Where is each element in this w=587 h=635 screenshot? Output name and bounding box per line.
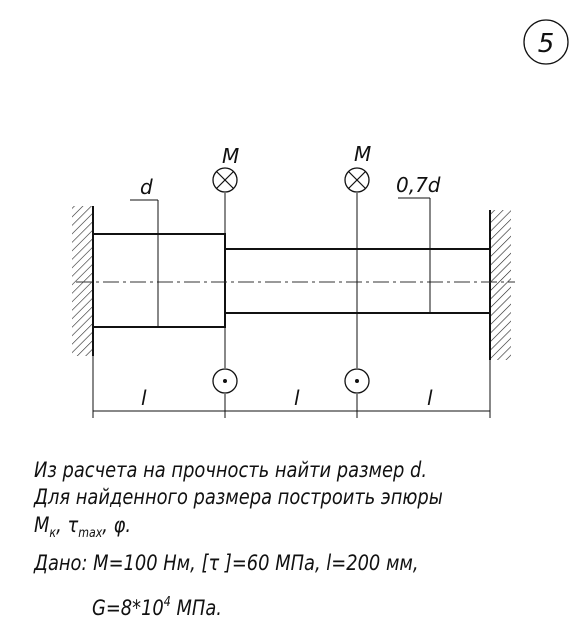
task-line-5: G=8*104 МПа.	[92, 590, 222, 621]
tau-subscript: max	[78, 526, 103, 541]
task-line-3: Mк, τmax, φ.	[34, 512, 131, 547]
shear-modulus-base: G=8*10	[92, 596, 164, 620]
dimension-0-7d-label: 0,7d	[396, 173, 441, 197]
torque-2: M	[344, 142, 371, 394]
shaft-section-d	[92, 233, 226, 328]
torque-2-label: M	[354, 142, 371, 166]
length-dimensions: l l l	[92, 356, 491, 418]
separator-2: ,	[102, 513, 114, 537]
task-line-4: Дано: M=100 Нм, [τ ]=60 МПа, l=200 мм,	[34, 550, 419, 576]
problem-number: 5	[538, 29, 555, 59]
dimension-d: d	[130, 175, 159, 327]
dimension-0-7d: 0,7d	[396, 173, 441, 313]
shear-modulus-exponent: 4	[163, 595, 171, 610]
torque-1-label: M	[222, 144, 239, 168]
task-line-2-text: Для найденного размера построить эпюры	[34, 485, 443, 509]
m-k-subscript: к	[49, 526, 57, 541]
task-line-1: Из расчета на прочность найти размер d.	[34, 457, 427, 483]
problem-number-badge: 5	[523, 19, 569, 65]
separator-1: ,	[56, 513, 68, 537]
m-k-symbol: M	[34, 513, 50, 537]
dimension-d-label: d	[140, 175, 153, 199]
tau-symbol: τ	[67, 513, 79, 537]
given-data-text: Дано: M=100 Нм, [τ ]=60 МПа, l=200 мм,	[34, 551, 419, 575]
task-line-2: Для найденного размера построить эпюры	[34, 484, 443, 510]
right-wall-support	[489, 210, 511, 360]
phi-symbol: φ.	[113, 513, 132, 537]
shear-modulus-unit: МПа.	[170, 596, 222, 620]
torque-1: M	[212, 144, 239, 394]
length-label-1: l	[141, 386, 147, 410]
length-label-3: l	[427, 386, 433, 410]
length-label-2: l	[294, 386, 300, 410]
left-wall-support	[72, 206, 94, 356]
task-line-1-text: Из расчета на прочность найти размер d.	[34, 458, 427, 482]
